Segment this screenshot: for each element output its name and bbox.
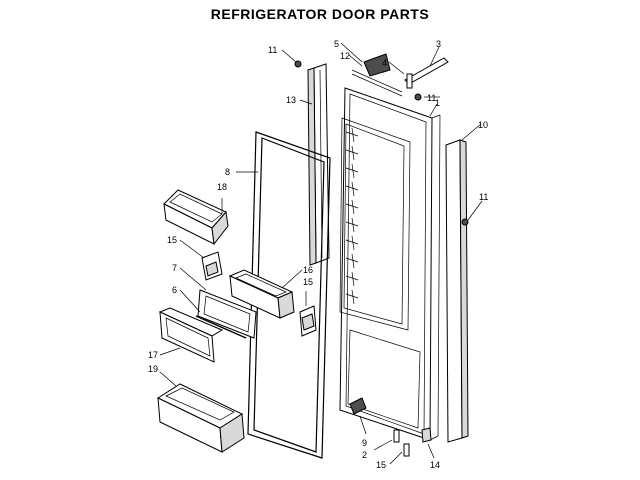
callout-1: 1 [435, 98, 440, 108]
callout-3: 3 [436, 39, 441, 49]
part-16-dairy-compartment [228, 269, 295, 319]
callout-19: 19 [148, 364, 158, 374]
part-7-dairy-door [197, 289, 257, 339]
part-15-bracket-left [201, 251, 223, 281]
part-19-door-bin-bottom [156, 383, 245, 453]
callout-8: 8 [225, 167, 230, 177]
door-shelf-ridges [345, 127, 359, 305]
callout-6: 6 [172, 285, 177, 295]
callout-labels: 11 13 5 12 4 3 11 1 10 11 8 18 15 7 6 16… [148, 39, 488, 470]
callout-16: 16 [303, 265, 313, 275]
part-11-screw-top-left [294, 60, 302, 68]
part-9-bottom-hinge [349, 397, 367, 415]
callout-15-right: 15 [303, 277, 313, 287]
diagram-title: REFRIGERATOR DOOR PARTS [210, 6, 430, 22]
callout-9: 9 [362, 438, 367, 448]
part-4-hinge-pin [406, 73, 413, 89]
part-2-hinge-pin-bottom [393, 429, 400, 443]
part-11-screw-top-right [414, 93, 422, 101]
part-1-door-assembly [339, 87, 441, 441]
callout-11-top-left: 11 [268, 45, 277, 55]
callout-15-left: 15 [167, 235, 177, 245]
part-6-hinge-rod [195, 315, 247, 339]
callout-11-handle: 11 [479, 192, 488, 202]
part-5-hinge-bracket [351, 53, 403, 97]
callout-4: 4 [382, 58, 387, 68]
leader-lines [159, 42, 483, 465]
part-14-bottom-trim [421, 427, 432, 443]
part-18-door-bin-upper [163, 189, 229, 246]
callout-14: 14 [430, 460, 440, 470]
callout-10: 10 [478, 120, 488, 130]
callout-7: 7 [172, 263, 177, 273]
callout-17: 17 [148, 350, 158, 360]
callout-2: 2 [362, 450, 367, 460]
part-15-bracket-bottom [403, 443, 410, 457]
part-17-door-bin-lower [158, 307, 224, 363]
callout-13: 13 [286, 95, 296, 105]
callout-12: 12 [340, 51, 350, 61]
part-10-door-handle [445, 139, 469, 443]
part-13-trim-strip [307, 63, 330, 266]
part-15-bracket-right [299, 305, 317, 337]
part-11-screw-handle [461, 218, 469, 226]
callout-5: 5 [334, 39, 339, 49]
callout-15-bottom: 15 [376, 460, 386, 470]
callout-18: 18 [217, 182, 227, 192]
callout-11-top-right: 11 [427, 93, 436, 103]
